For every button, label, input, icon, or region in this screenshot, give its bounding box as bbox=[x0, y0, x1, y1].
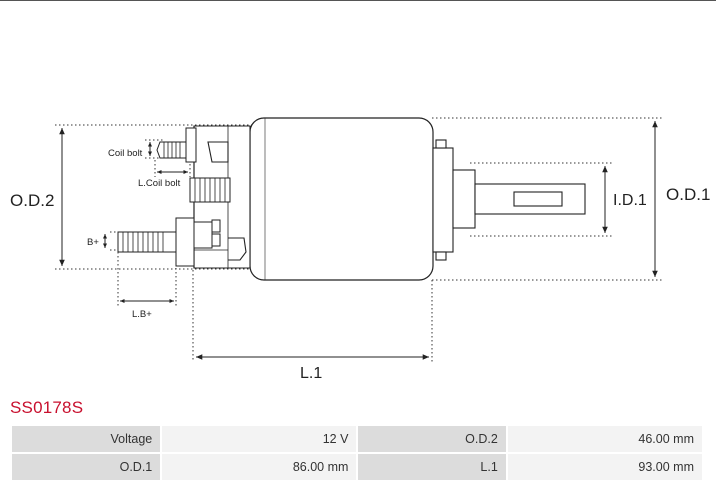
dimension-arrows bbox=[59, 121, 658, 360]
spec-label: O.D.1 bbox=[9, 452, 163, 482]
od1-label: O.D.1 bbox=[666, 185, 710, 204]
spec-label: Voltage bbox=[9, 424, 163, 454]
spec-row: Voltage 12 V O.D.2 46.00 mm bbox=[9, 424, 705, 454]
spec-value: 93.00 mm bbox=[505, 452, 705, 482]
b-plus-label: B+ bbox=[87, 237, 99, 248]
spec-table: Voltage 12 V O.D.2 46.00 mm O.D.1 86.00 … bbox=[9, 424, 705, 482]
spec-label: L.1 bbox=[356, 452, 508, 482]
top-divider bbox=[0, 0, 716, 1]
od2-label: O.D.2 bbox=[10, 191, 54, 210]
spec-row: O.D.1 86.00 mm L.1 93.00 mm bbox=[9, 452, 705, 482]
id1-label: I.D.1 bbox=[613, 192, 647, 209]
solenoid-drawing: O.D.2 O.D.1 I.D.1 L.1 Coil bolt L.Coil b… bbox=[10, 117, 710, 382]
plunger-assembly bbox=[432, 139, 586, 261]
spec-value: 86.00 mm bbox=[160, 452, 359, 482]
solenoid-body bbox=[249, 117, 434, 281]
l-coil-bolt-label: L.Coil bolt bbox=[138, 178, 181, 189]
spec-label: O.D.2 bbox=[356, 424, 508, 454]
product-code: SS0178S bbox=[10, 398, 84, 417]
battery-terminal bbox=[117, 217, 221, 267]
coil-bolt-label: Coil bolt bbox=[108, 148, 143, 159]
l1-label: L.1 bbox=[300, 365, 322, 382]
coil-terminal-thread bbox=[189, 177, 231, 203]
spec-value: 46.00 mm bbox=[505, 424, 705, 454]
coil-bolt bbox=[156, 127, 197, 163]
spec-value: 12 V bbox=[160, 424, 359, 454]
l-b-plus-label: L.B+ bbox=[132, 309, 152, 320]
